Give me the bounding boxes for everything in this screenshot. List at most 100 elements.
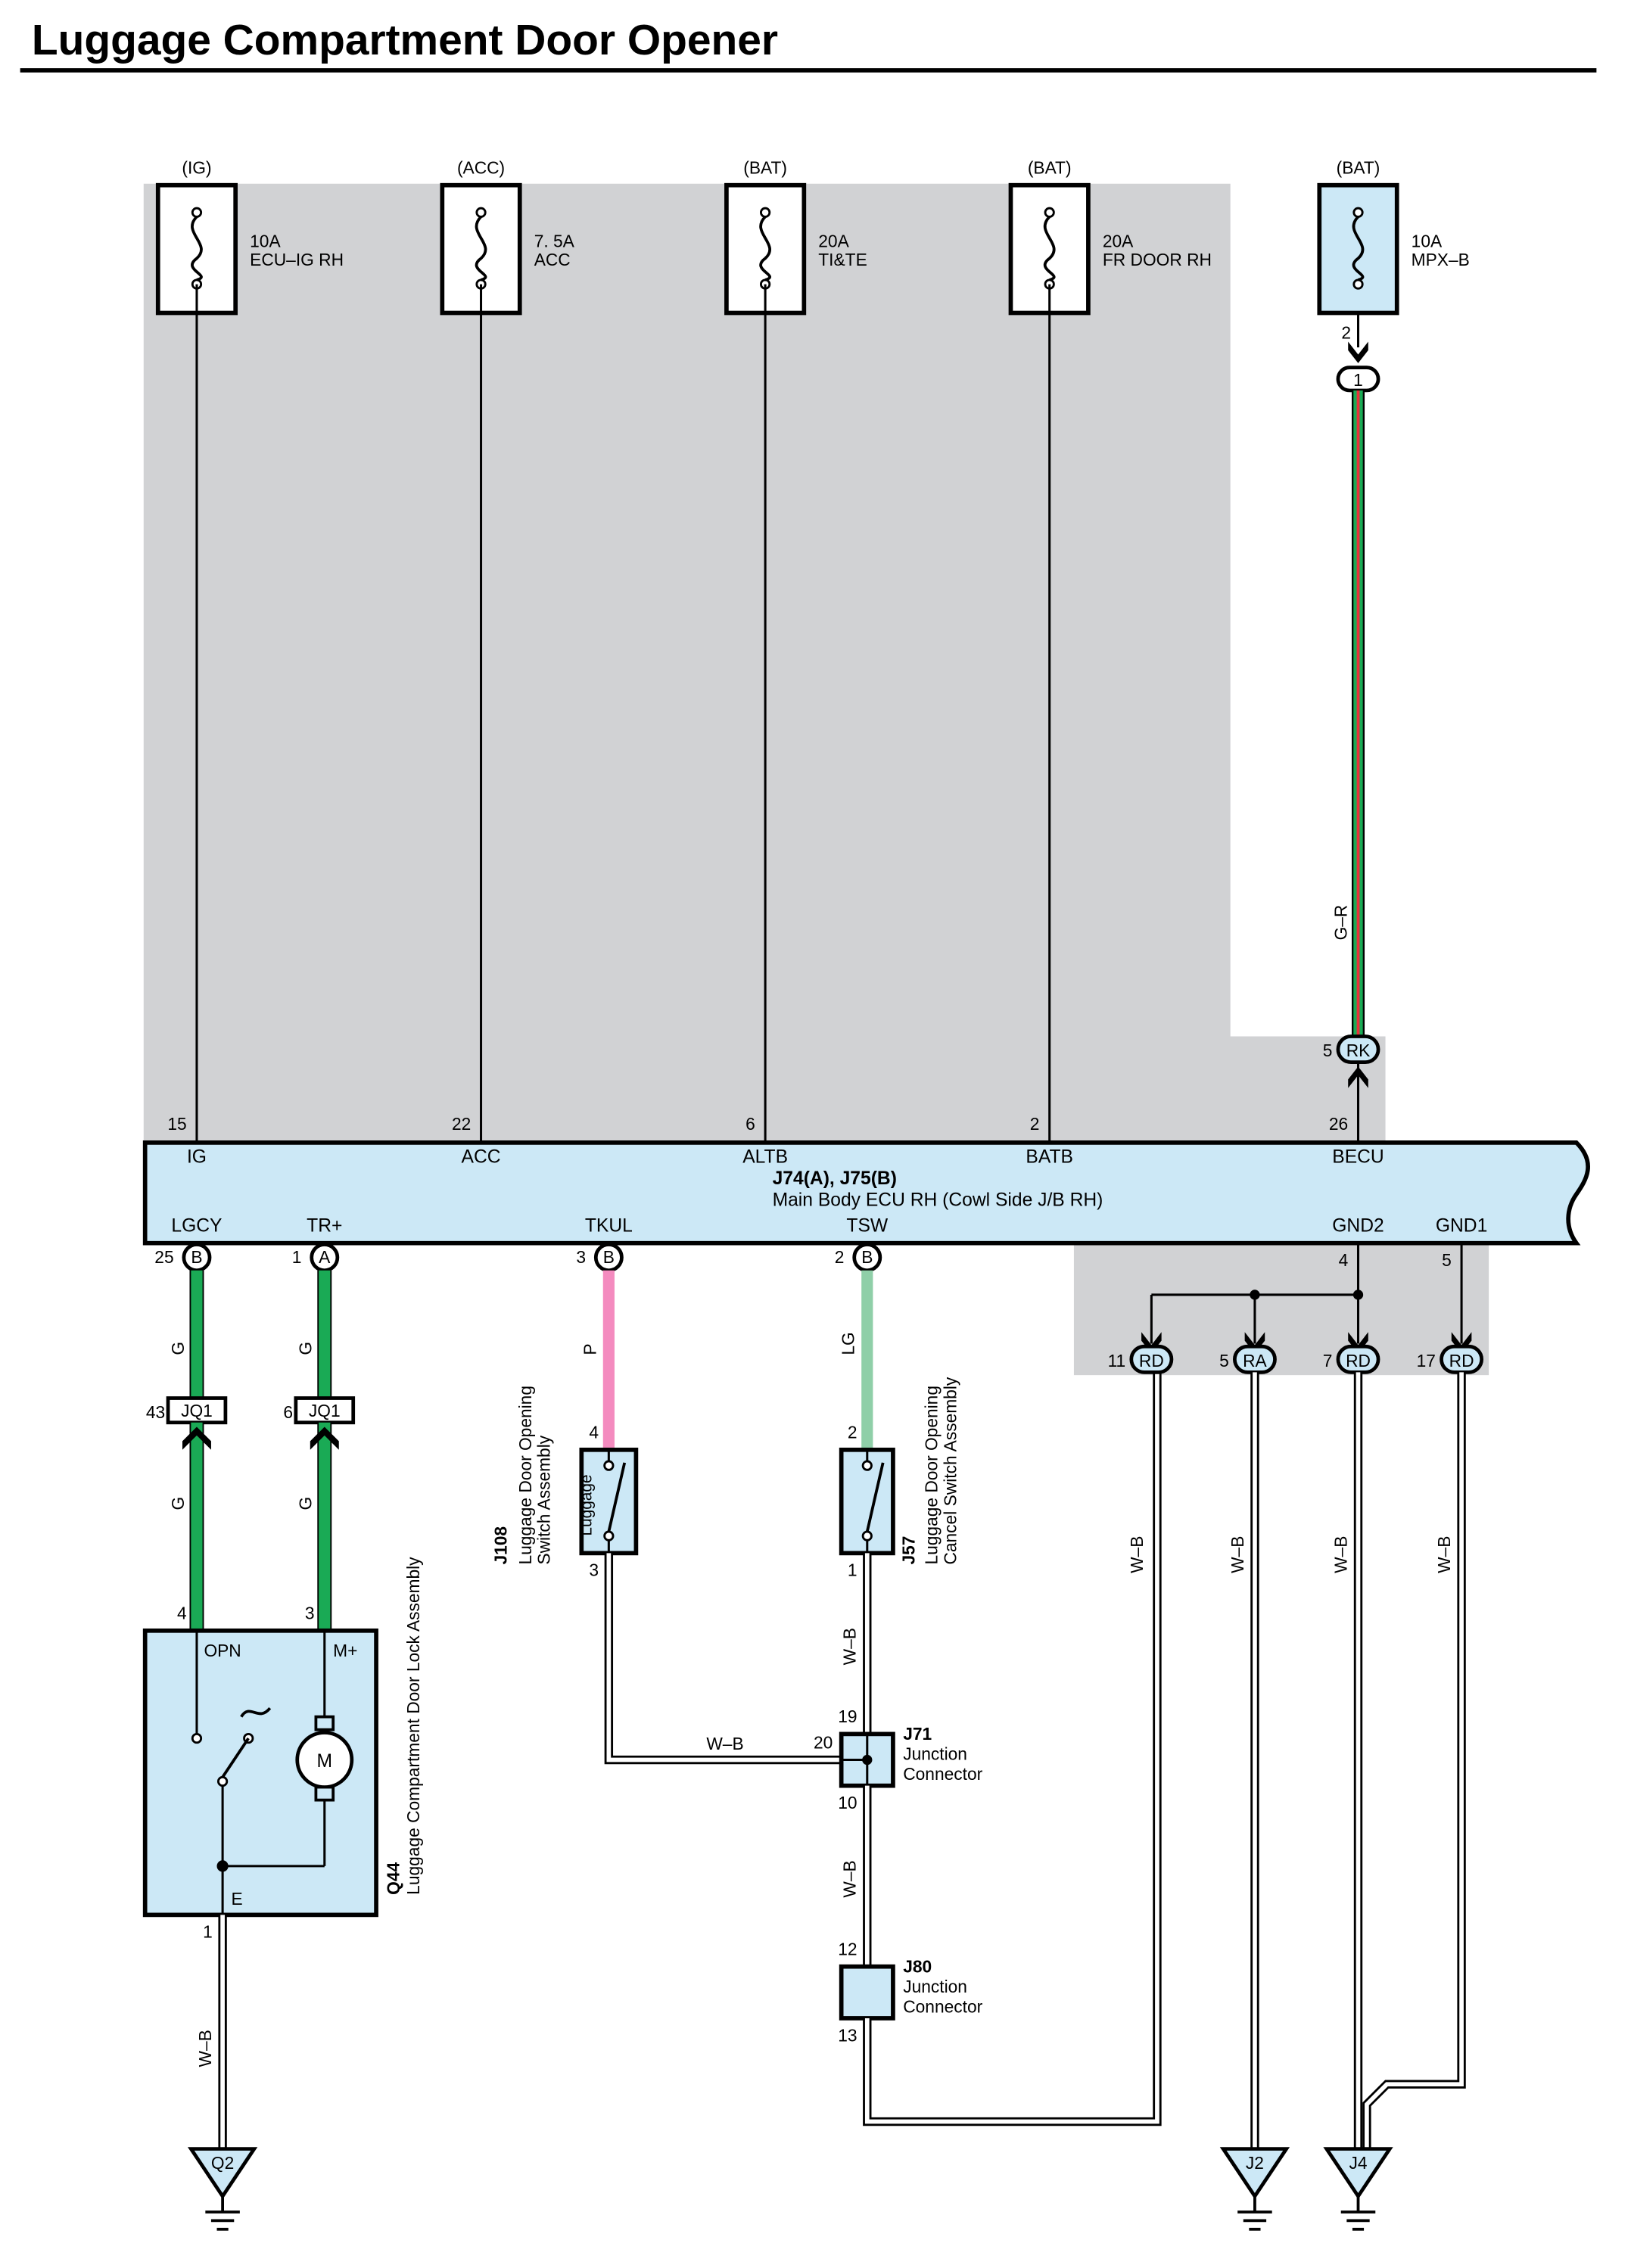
ecu-pin-6: 6 [745,1114,755,1134]
ecu-pin-1: 1 [292,1247,302,1267]
page-title: Luggage Compartment Door Opener [32,16,778,64]
j57-code: J57 [898,1536,918,1565]
rd17-pin: 17 [1417,1351,1436,1370]
ecu-pin-25: 25 [154,1247,173,1267]
wire-color-rd7: W–B [1331,1536,1350,1573]
connector-rk-label: RK [1346,1041,1371,1060]
j108-pin-bottom: 3 [589,1560,599,1580]
wire-color-becu: G–R [1331,905,1350,941]
connector-jq1-b-label: JQ1 [309,1401,341,1420]
wire-color-tr-lower: G [296,1497,316,1510]
fuse-name-acc: ACC [534,250,571,269]
wire-color-j57-j71: W–B [840,1628,860,1665]
ecu-name: Main Body ECU RH (Cowl Side J/B RH) [773,1190,1103,1210]
main-body-ecu [142,1140,1590,1246]
j108-name-line2: Switch Assembly [534,1435,554,1564]
ecu-label-gnd2: GND2 [1332,1215,1384,1236]
wire-color-ra5: W–B [1228,1536,1247,1573]
jq1-a-pin: 43 [146,1402,165,1422]
fuse-rating-ig: 10A [250,231,281,250]
connector-jq1-a-label: JQ1 [181,1401,213,1420]
j80-name-line1: Junction [903,1977,967,1996]
ground-j2-label: J2 [1246,2153,1264,2173]
wire-color-tr-upper: G [296,1342,316,1355]
j108-switch-contact [603,1449,627,1554]
ecu-pin-26: 26 [1329,1114,1348,1134]
fuse-rating-acc: 7. 5A [534,231,575,250]
jq1-b-pin: 6 [283,1402,293,1422]
ground-q2 [187,2147,258,2231]
j71-pin-left: 20 [814,1732,833,1752]
ecu-pin-4: 4 [1339,1250,1349,1270]
j57-name-line1: Luggage Door Opening [922,1386,942,1565]
wire-color-q44-ground: W–B [195,2030,215,2067]
fuse-rating-frdoor: 20A [1103,231,1134,250]
j80-name-line2: Connector [903,1996,982,2016]
ecu-label-tkul: TKUL [585,1215,633,1236]
ground-j4 [1323,2147,1393,2231]
jq1-a-arrow [182,1426,211,1450]
wire-color-j108-j71: W–B [706,1734,743,1753]
source-label-ig: (IG) [182,158,211,178]
ra5-pin: 5 [1219,1351,1229,1370]
ecu-label-tsw: TSW [846,1215,888,1236]
j108-inner-label: Luggage [578,1474,596,1535]
j57-switch-contact [861,1449,885,1554]
ecu-label-gnd1: GND1 [1436,1215,1487,1236]
j80-code: J80 [903,1956,932,1976]
wire-color-lgcy-lower: G [168,1497,188,1510]
wire-color-rd17: W–B [1434,1536,1454,1573]
rk-pin: 5 [1323,1041,1333,1060]
ecu-label-becu: BECU [1332,1146,1384,1167]
ecu-label-altb: ALTB [742,1146,788,1167]
wire-rd17-j4-outline [1362,1372,1466,2149]
wire-j80-rd11 [864,1372,1159,2124]
ecu-label-acc: ACC [462,1146,501,1167]
j57-pin-top: 2 [848,1423,858,1442]
ground-j2 [1219,2147,1290,2231]
j71-name-line1: Junction [903,1744,967,1764]
ground-j4-label: J4 [1349,2153,1367,2173]
ecu-code: J74(A), J75(B) [773,1168,897,1189]
ecu-conn-trplus-label: A [319,1247,331,1267]
fuse-fr-door-rh [1008,182,1091,316]
fuse-name-ig: ECU–IG RH [250,250,344,269]
j80-pin-bottom: 13 [838,2025,857,2045]
fuse-name-tite: TI&TE [818,250,867,269]
connector-rd-11 [1129,1344,1174,1374]
source-label-bat-2: (BAT) [1028,158,1072,178]
q44-label-opn: OPN [204,1641,241,1660]
q44-code: Q44 [383,1862,403,1894]
wire-rd17-j4 [1365,1372,1464,2149]
rd7-pin: 7 [1323,1351,1333,1370]
ecu-pin-22: 22 [452,1114,471,1134]
j71-junction-dot [862,1754,873,1766]
ecu-label-trplus: TR+ [307,1215,342,1236]
ecu-label-lgcy: LGCY [171,1215,222,1236]
connector-rk-arrow [1348,1066,1368,1088]
jq1-b-arrow [310,1426,339,1450]
j108-name-line1: Luggage Door Opening [515,1386,535,1565]
q44-pin-opn: 4 [177,1604,187,1623]
wire-color-tkul: P [580,1343,599,1355]
q44-name: Luggage Compartment Door Lock Assembly [403,1557,423,1895]
rd11-pin: 11 [1108,1351,1126,1370]
j71-pin-top: 19 [838,1706,857,1726]
connector-rd-17-label: RD [1449,1351,1474,1370]
wire-j108-j71-outline [604,1553,842,1765]
ecu-pin-2: 2 [1030,1114,1040,1134]
wire-color-j71-j80: W–B [840,1860,860,1897]
fuse-name-frdoor: FR DOOR RH [1103,250,1212,269]
j71-name-line2: Connector [903,1764,982,1784]
motor-label: M [317,1751,333,1772]
fuse-pin-mpxb: 2 [1341,323,1351,343]
wire-color-lgcy-upper: G [168,1342,188,1355]
j108-pin-top: 4 [589,1423,599,1442]
motor-icon [295,1630,354,1866]
ecu-conn-tkul-label: B [603,1247,615,1267]
q44-pin-mplus: 3 [305,1604,315,1623]
j80-pin-top: 12 [838,1939,857,1958]
ecu-pin-2b: 2 [835,1247,845,1267]
connector-rd-7-label: RD [1346,1351,1371,1370]
ecu-pin-3: 3 [576,1247,586,1267]
